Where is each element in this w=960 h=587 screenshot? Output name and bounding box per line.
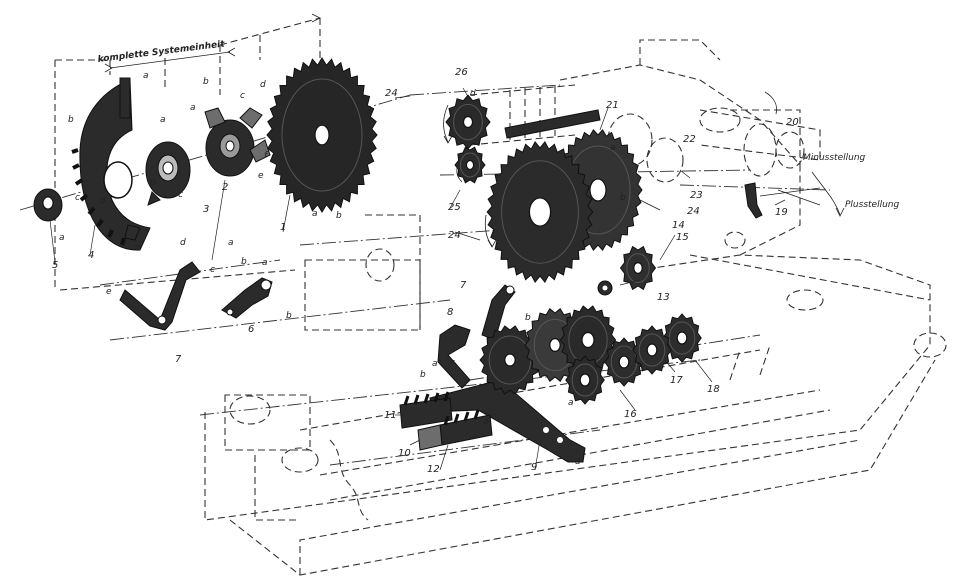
part-number-15: 15 (676, 232, 689, 243)
leader-lines (49, 87, 786, 471)
sub-letter-c: c (75, 193, 80, 203)
part-number-23: 23 (690, 190, 703, 201)
part-19-clip (744, 182, 763, 219)
plus-position-label: Plusstellung (845, 200, 899, 210)
sub-letter-b: b (241, 257, 247, 267)
system-unit-bracket (54, 13, 321, 291)
part-2-latch-assembly (204, 107, 271, 177)
minus-position-label: Minusstellung (803, 153, 866, 163)
sub-letter-b: b (203, 77, 209, 87)
sub-letter-e: e (106, 287, 112, 297)
sub-letter-a: a (432, 359, 438, 369)
sub-letter-c: c (240, 91, 245, 101)
part-number-24-alt: 24 (385, 88, 398, 99)
rotation-arrows (443, 91, 777, 248)
sub-letter-a: a (262, 258, 268, 268)
part-17-18-pinions (604, 313, 702, 387)
part-14-15-small-gears (619, 245, 657, 291)
sub-letter-a: a (312, 209, 318, 219)
part-6-lever (221, 277, 273, 319)
sub-letter-e: e (258, 171, 264, 181)
part-number-24-alt: 24 (448, 230, 461, 241)
part-20-shaft (699, 109, 821, 169)
part-number-26: 26 (455, 67, 468, 78)
sub-letter-a: a (160, 115, 166, 125)
sub-letter-b: b (68, 115, 74, 125)
sub-letter-d: d (100, 196, 106, 206)
part-number-3: 3 (203, 204, 209, 215)
sub-letter-a: a (575, 457, 581, 467)
part-25-pinion (454, 146, 486, 184)
sub-letter-a: a (59, 233, 65, 243)
part-7-lever (119, 261, 201, 331)
part-number-11: 11 (384, 410, 397, 421)
sub-letter-c: c (178, 190, 183, 200)
sub-letter-b: b (150, 178, 156, 188)
sub-letter-a: a (228, 238, 234, 248)
part-number-14: 14 (672, 220, 685, 231)
sub-letter-d: d (470, 89, 476, 99)
sub-letter-a: a (610, 143, 616, 153)
sub-letter-a: a (143, 71, 149, 81)
part-11-comb (399, 391, 453, 429)
part-number-12: 12 (427, 464, 440, 475)
part-number-4: 4 (88, 250, 94, 261)
part-number-8: 8 (447, 307, 453, 318)
position-arrows (759, 171, 845, 217)
part-3-ring-disc (145, 141, 191, 206)
part-number-24: 24 (687, 206, 700, 217)
part-number-5: 5 (52, 260, 58, 271)
sub-letter-d: d (260, 80, 266, 90)
sub-letter-b: b (620, 193, 626, 203)
part-8-lever (437, 324, 471, 389)
part-13-bolt (597, 280, 613, 296)
part-12-comb (439, 409, 493, 446)
part-number-21: 21 (606, 100, 619, 111)
part-number-labels: 1234567891011121314151617181920212223242… (52, 67, 799, 475)
part-number-7-alt: 7 (460, 280, 467, 291)
part-number-10: 10 (398, 448, 411, 459)
part-number-22: 22 (683, 134, 696, 145)
sub-letter-b: b (286, 311, 292, 321)
sub-letter-e: e (135, 243, 141, 253)
part-16-gear-stack (479, 305, 617, 405)
part-4-segment-plate (71, 77, 151, 251)
part-number-9: 9 (531, 462, 537, 473)
sub-letter-d: d (180, 238, 186, 248)
part-number-17: 17 (670, 375, 683, 386)
phantom-housing (204, 39, 947, 576)
sub-letter-a: a (190, 103, 196, 113)
sub-letter-f: f (264, 151, 269, 161)
part-21-gear-pair (486, 128, 643, 283)
sub-letter-b: b (336, 211, 342, 221)
part-number-20: 20 (786, 117, 799, 128)
part-10-plate (417, 424, 443, 451)
part-number-1: 1 (280, 222, 286, 233)
sub-letter-b: b (420, 370, 426, 380)
part-26-pinion (445, 94, 491, 150)
part-number-16: 16 (624, 409, 637, 420)
part-1-large-gear (266, 57, 378, 213)
part-number-2: 2 (222, 182, 228, 193)
sub-letter-a: a (568, 398, 574, 408)
sub-letter-b: b (525, 313, 531, 323)
sub-letter-c: c (210, 265, 215, 275)
part-number-19: 19 (775, 207, 788, 218)
sub-letter-c: c (450, 358, 455, 368)
part-5-cam-disc (33, 188, 63, 222)
part-9-slide-bar (429, 379, 586, 463)
part-number-13: 13 (657, 292, 670, 303)
part-number-7: 7 (175, 354, 182, 365)
part-number-25: 25 (448, 202, 461, 213)
sub-letter-a: a (483, 417, 489, 427)
part-number-18: 18 (707, 384, 720, 395)
part-number-6: 6 (248, 324, 254, 335)
rack-bar (504, 109, 601, 139)
